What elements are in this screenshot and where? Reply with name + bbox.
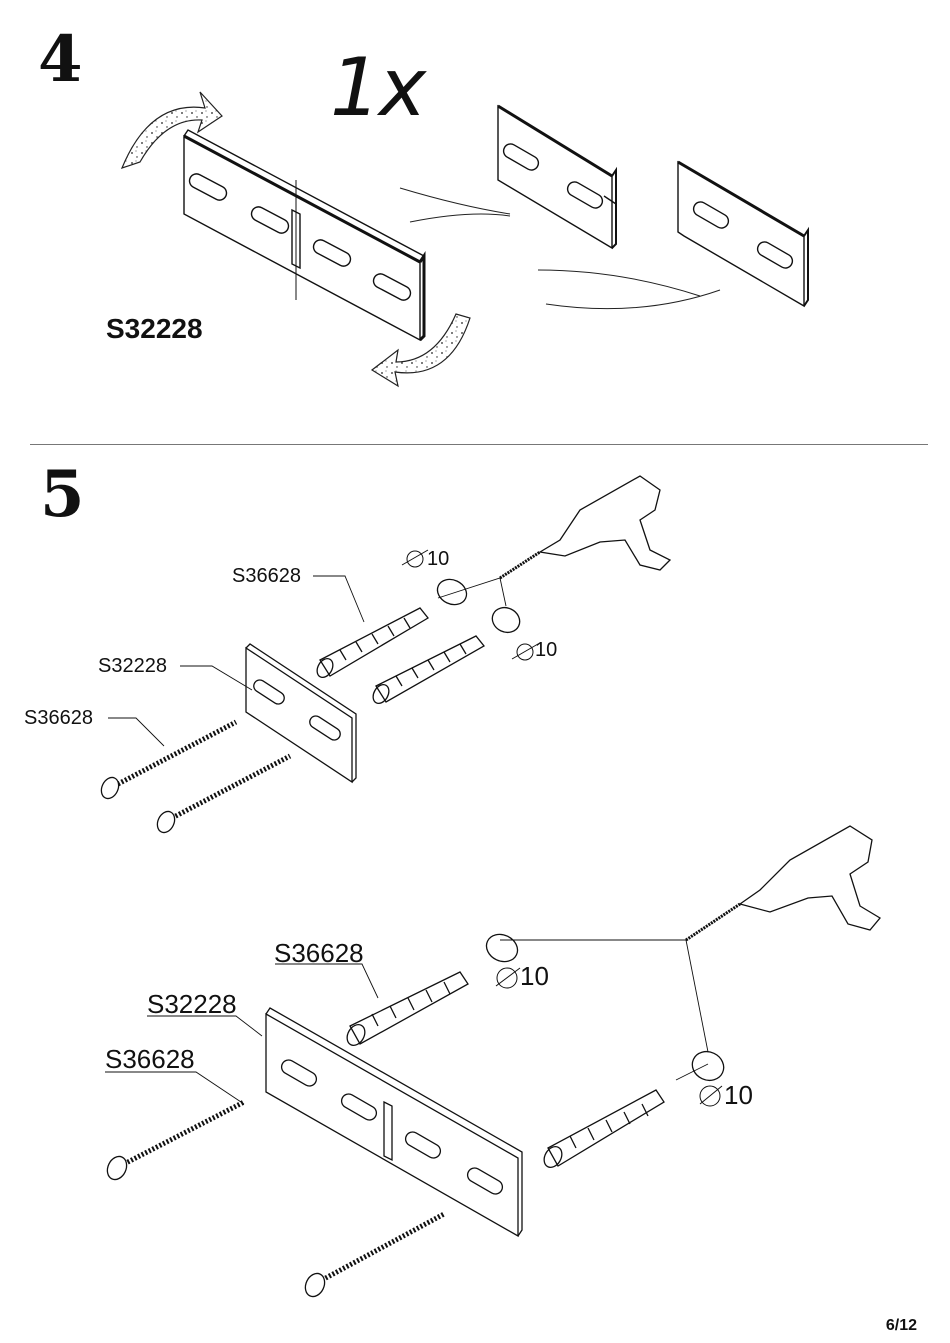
step-number-4: 4 [38, 22, 83, 97]
section-divider [30, 444, 928, 445]
page-number: 6/12 [885, 1317, 917, 1334]
diagram-b-diameter-right: 10 [724, 1080, 753, 1110]
diagram-a-diameter-right: 10 [535, 639, 558, 661]
short-plate-left [498, 106, 616, 248]
dowel-b1 [344, 972, 468, 1049]
drill-a [500, 476, 670, 578]
diagram-a-plate-label: S32228 [98, 655, 167, 677]
screw-a2 [154, 756, 290, 835]
diagram-a-diameter-top: 10 [427, 548, 450, 570]
drill-b [686, 826, 880, 940]
dowel-a1 [314, 608, 428, 680]
diagram-b-screw-label: S36628 [105, 1044, 195, 1074]
long-plate [184, 130, 424, 340]
quantity-label: 1x [330, 41, 426, 134]
part-code-s32228: S32228 [106, 313, 203, 344]
diagram-b [104, 826, 880, 1300]
diagram-a-screw-label: S36628 [24, 707, 93, 729]
short-plate-right [678, 162, 808, 306]
rotate-arrow-top [122, 92, 222, 168]
rotate-arrow-bottom [372, 314, 470, 386]
diagram-b-plate-label: S32228 [147, 989, 237, 1019]
screw-a1 [98, 722, 236, 801]
dowel-a2 [370, 636, 484, 706]
dowel-b2 [541, 1090, 664, 1171]
diagram-a-dowel-label: S36628 [232, 565, 301, 587]
diagram-a [98, 476, 670, 835]
step-number-5: 5 [40, 457, 85, 532]
diagram-b-dowel-label: S36628 [274, 938, 364, 968]
screw-b1 [104, 1102, 244, 1183]
screw-b2 [302, 1214, 444, 1300]
diagram-b-diameter-top: 10 [520, 961, 549, 991]
